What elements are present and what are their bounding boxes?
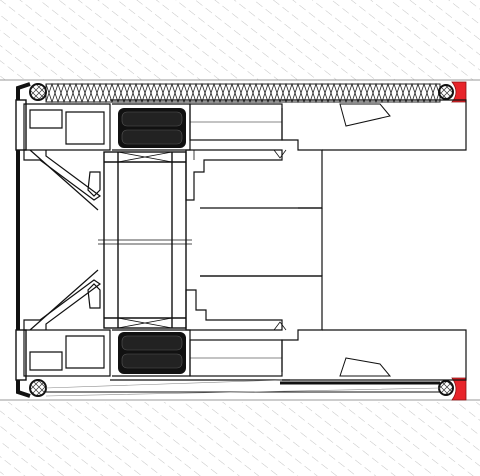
gasket-top (118, 108, 186, 148)
gasket-bottom (118, 332, 186, 374)
frame-outer-lip (15, 82, 31, 398)
backer-rod-top-left (29, 83, 47, 101)
backer-rod-top-right (438, 81, 467, 103)
sash-profile-top (185, 99, 467, 209)
backer-rod-bottom-right (438, 377, 467, 401)
sash-profile-bottom (185, 275, 467, 381)
frame-profile-top (23, 99, 290, 211)
wall-hatch-bottom (0, 402, 480, 476)
jamb-room-side (200, 207, 323, 277)
backer-rod-bottom-left (29, 379, 47, 397)
insulation-strip (45, 82, 441, 104)
glazing-unit (98, 151, 192, 329)
wall-hatch-top (0, 0, 480, 80)
sill-flashing (45, 379, 441, 397)
